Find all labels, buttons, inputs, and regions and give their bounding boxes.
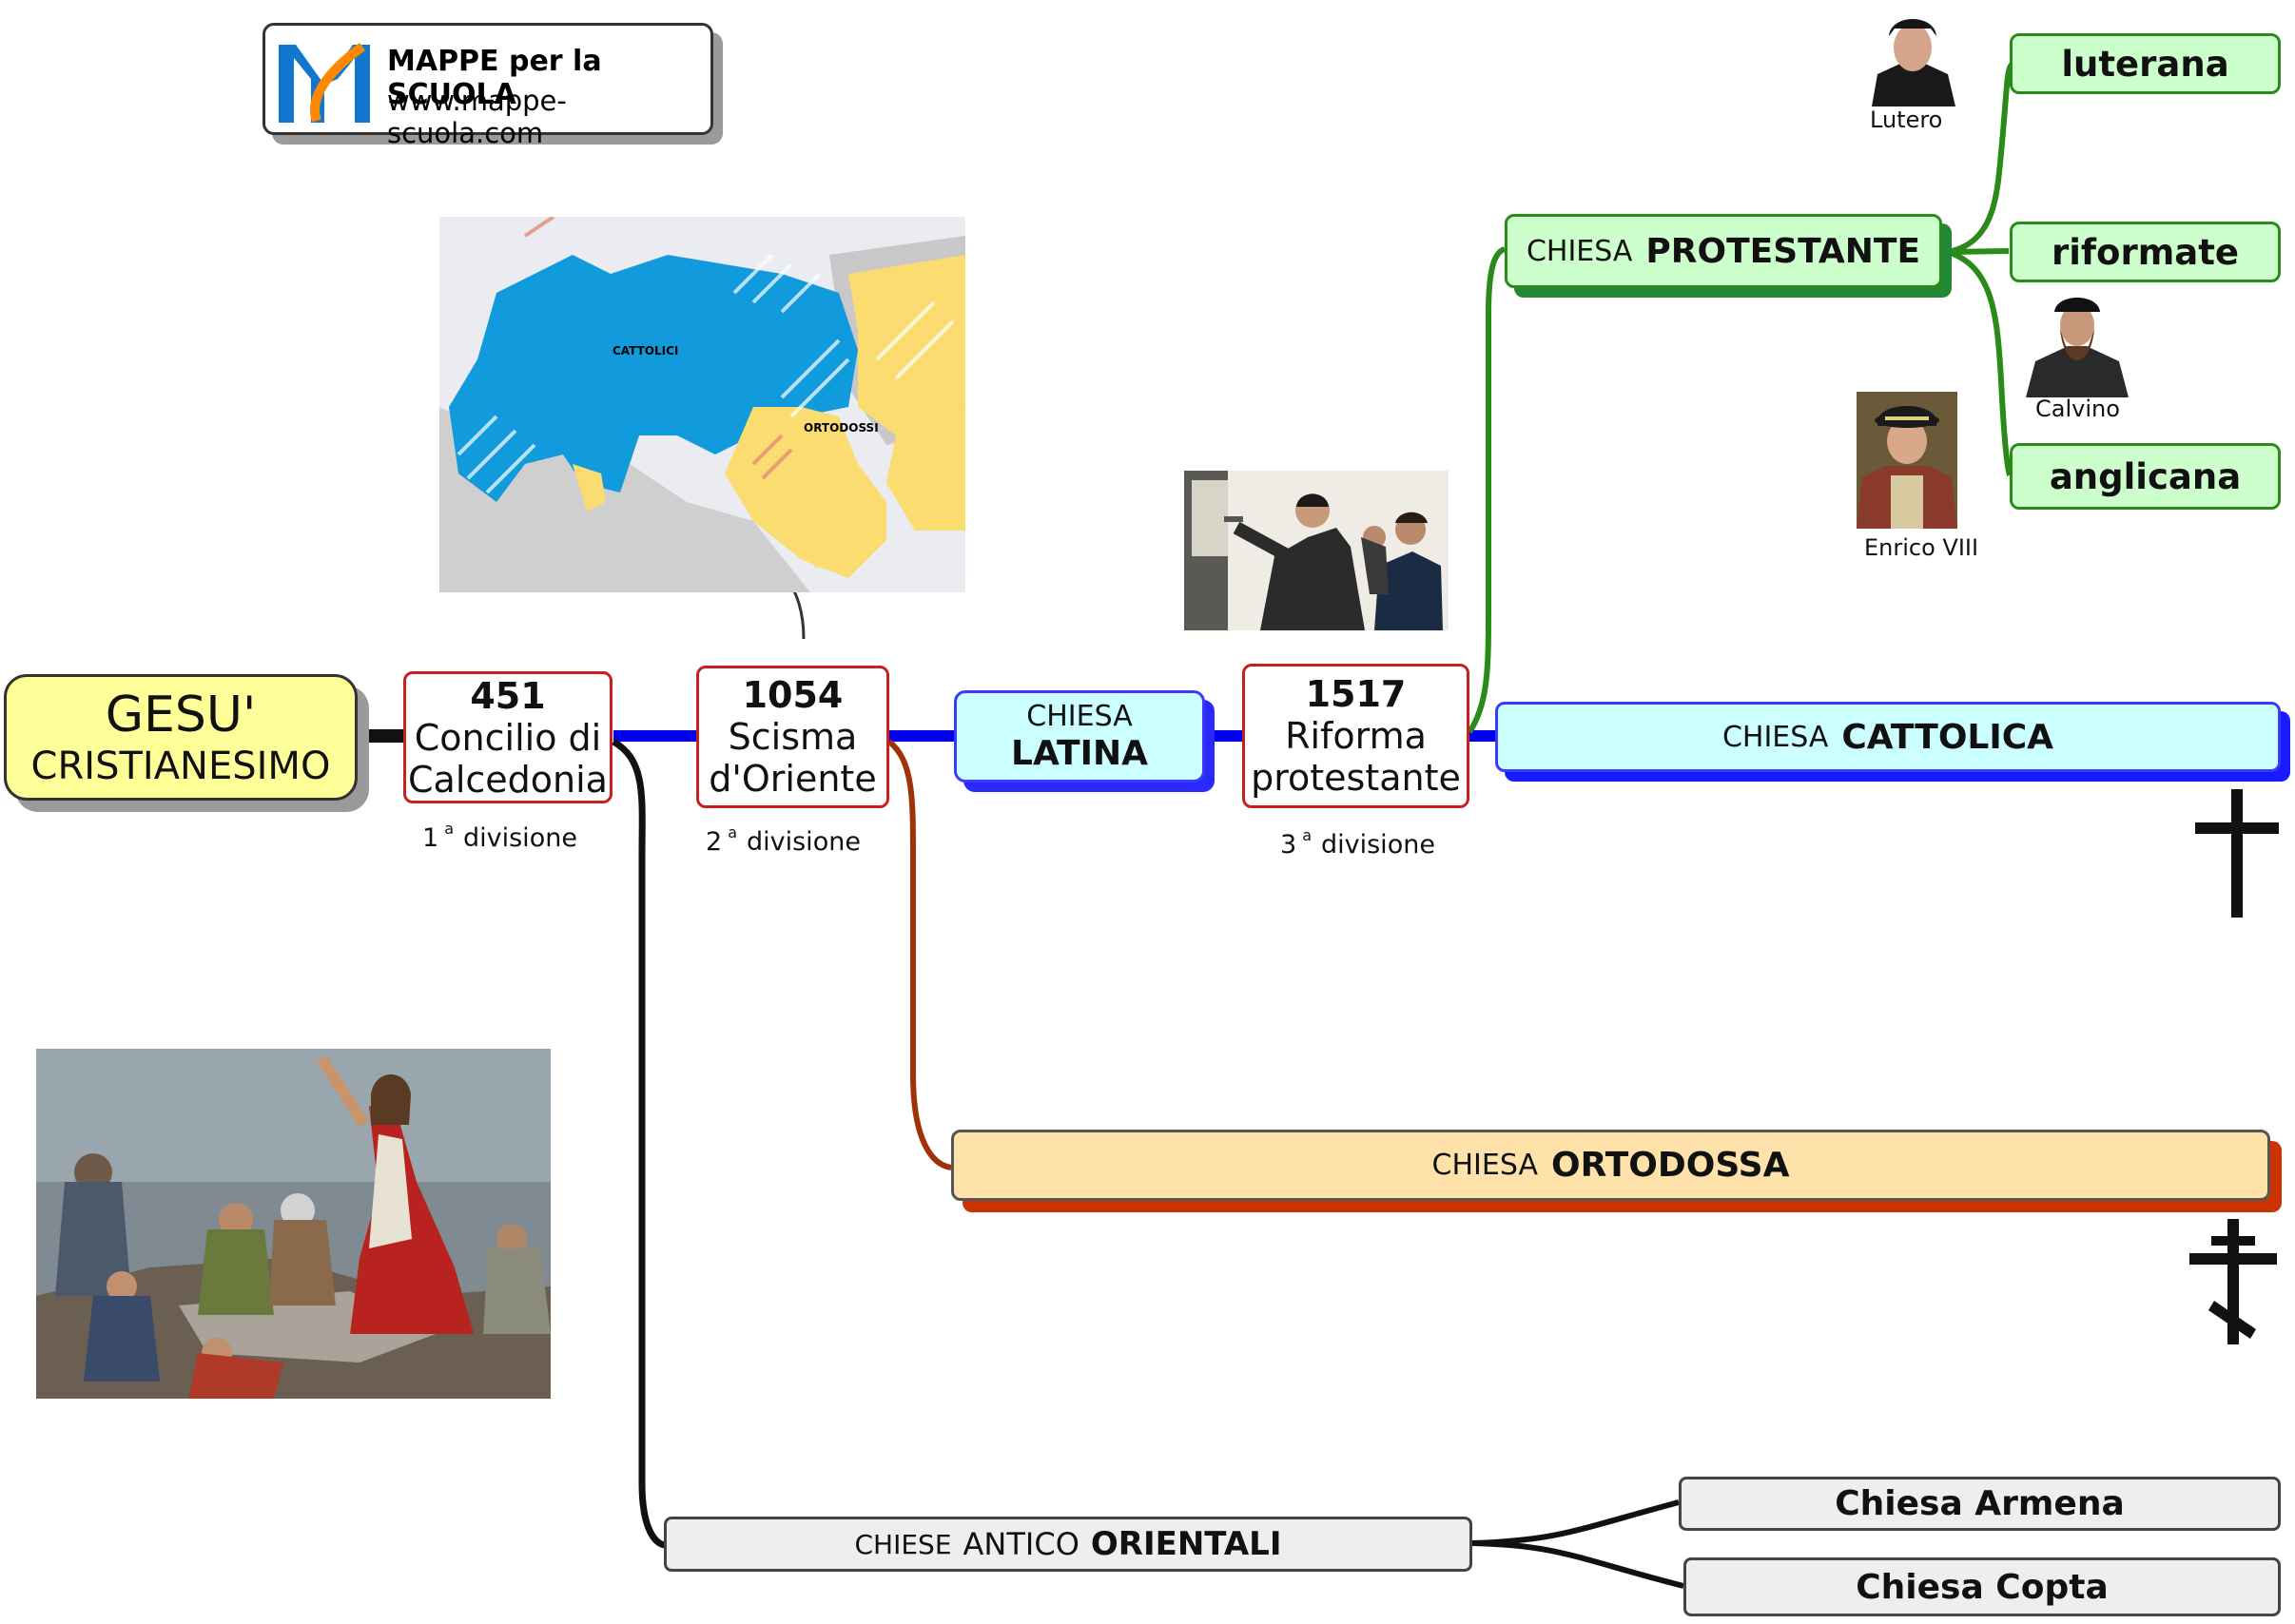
orientali-name: ORIENTALI: [1090, 1525, 1282, 1563]
enrico-viii-portrait: [1857, 392, 1957, 529]
chiesa-cattolica-node[interactable]: CHIESA CATTOLICA: [1495, 702, 2281, 772]
event-line1: Concilio di: [414, 716, 602, 759]
logo-title: MAPPE per la SCUOLA: [387, 45, 602, 111]
latina-prefix: CHIESA: [1026, 699, 1133, 733]
branch-luterana: [1947, 62, 2014, 255]
cattolica-prefix: CHIESA: [1721, 720, 1829, 754]
branch-label: riformate: [2052, 231, 2239, 273]
latin-cross-vertical: [2231, 789, 2243, 918]
protestante-connector: [1467, 246, 1507, 734]
event-year: 1054: [742, 674, 844, 716]
logo-box[interactable]: MAPPE per la SCUOLA www.mappe-scuola.com: [263, 23, 713, 149]
branch-node-chiesa-copta[interactable]: Chiesa Copta: [1683, 1557, 2281, 1616]
orientali-connector: [612, 738, 667, 1549]
map-label-ortodossi: ORTODOSSI: [804, 421, 879, 435]
event-line1: Riforma: [1285, 715, 1427, 757]
logo-mark-icon: [279, 37, 370, 123]
event-line2: d'Oriente: [709, 758, 877, 800]
orthodox-cross-main: [2189, 1253, 2277, 1265]
event-line2: Calcedonia: [408, 758, 608, 801]
event-line1: Scisma: [728, 716, 858, 758]
ortodossa-connector: [887, 739, 952, 1170]
branch-riformate: [1947, 248, 2010, 255]
event-1054-scisma[interactable]: 1054 Scisma d'Oriente: [696, 666, 889, 808]
root-node-gesu-cristianesimo[interactable]: GESU' CRISTIANESIMO: [4, 674, 358, 801]
division-number: 3: [1280, 830, 1297, 860]
branch-node-riformate[interactable]: riformate: [2010, 222, 2281, 282]
branch-copta: [1471, 1540, 1684, 1589]
ortodossa-name: ORTODOSSA: [1550, 1146, 1790, 1185]
branch-anglicana: [1947, 249, 2013, 476]
chiesa-protestante-node[interactable]: CHIESA PROTESTANTE: [1505, 214, 1942, 288]
ortodossa-prefix: CHIESA: [1431, 1149, 1538, 1182]
calvino-portrait: [2026, 285, 2129, 397]
orientali-part1: CHIESE: [854, 1528, 952, 1560]
branch-label: Chiesa Copta: [1856, 1567, 2109, 1607]
calvino-label: Calvino: [2035, 396, 2120, 422]
event-year: 451: [470, 674, 546, 717]
event-year: 1517: [1305, 673, 1407, 715]
logo-url[interactable]: www.mappe-scuola.com: [387, 85, 567, 149]
division-superscript: a: [444, 820, 454, 838]
branch-label: anglicana: [2049, 455, 2242, 497]
division-superscript: a: [1302, 826, 1312, 844]
chiesa-ortodossa-node[interactable]: CHIESA ORTODOSSA: [951, 1130, 2270, 1201]
root-subtitle: CRISTIANESIMO: [30, 744, 331, 788]
event-line2: protestante: [1251, 757, 1461, 799]
cattolica-name: CATTOLICA: [1841, 717, 2054, 757]
chiese-antico-orientali-node[interactable]: CHIESE ANTICO ORIENTALI: [664, 1517, 1472, 1572]
orthodox-cross-slant: [2208, 1301, 2256, 1339]
root-title: GESU': [105, 686, 257, 744]
map-label-cattolici: CATTOLICI: [613, 344, 679, 358]
orientali-part2: ANTICO: [963, 1526, 1079, 1562]
division-number: 1: [422, 823, 439, 853]
division-number: 2: [706, 827, 723, 857]
division-label: divisione: [1321, 830, 1435, 860]
protestante-name: PROTESTANTE: [1645, 231, 1921, 271]
division-label: divisione: [463, 823, 577, 853]
branch-node-anglicana[interactable]: anglicana: [2010, 443, 2281, 510]
orthodox-cross-top: [2211, 1236, 2255, 1246]
branch-node-luterana[interactable]: luterana: [2010, 33, 2281, 94]
sermon-on-the-mount-illustration: [36, 1049, 551, 1399]
branch-node-chiesa-armena[interactable]: Chiesa Armena: [1679, 1477, 2281, 1531]
enrico-viii-label: Enrico VIII: [1864, 534, 1979, 561]
chiesa-latina-node[interactable]: CHIESA LATINA: [954, 690, 1205, 783]
latina-name: LATINA: [1011, 733, 1148, 773]
luther-theses-illustration: [1184, 471, 1449, 630]
branch-armena: [1471, 1499, 1680, 1546]
branch-label: Chiesa Armena: [1835, 1484, 2125, 1523]
event-451-calcedonia[interactable]: 451 Concilio di Calcedonia: [403, 671, 613, 803]
division-superscript: a: [728, 823, 737, 841]
division-label: divisione: [747, 827, 861, 857]
lutero-portrait: [1864, 8, 1961, 106]
latin-cross-horizontal: [2195, 822, 2279, 834]
event-1517-riforma[interactable]: 1517 Riforma protestante: [1242, 664, 1469, 808]
europe-religion-map: CATTOLICI ORTODOSSI: [439, 217, 965, 592]
protestante-prefix: CHIESA: [1526, 234, 1633, 268]
branch-label: luterana: [2061, 43, 2229, 85]
lutero-label: Lutero: [1870, 106, 1943, 133]
